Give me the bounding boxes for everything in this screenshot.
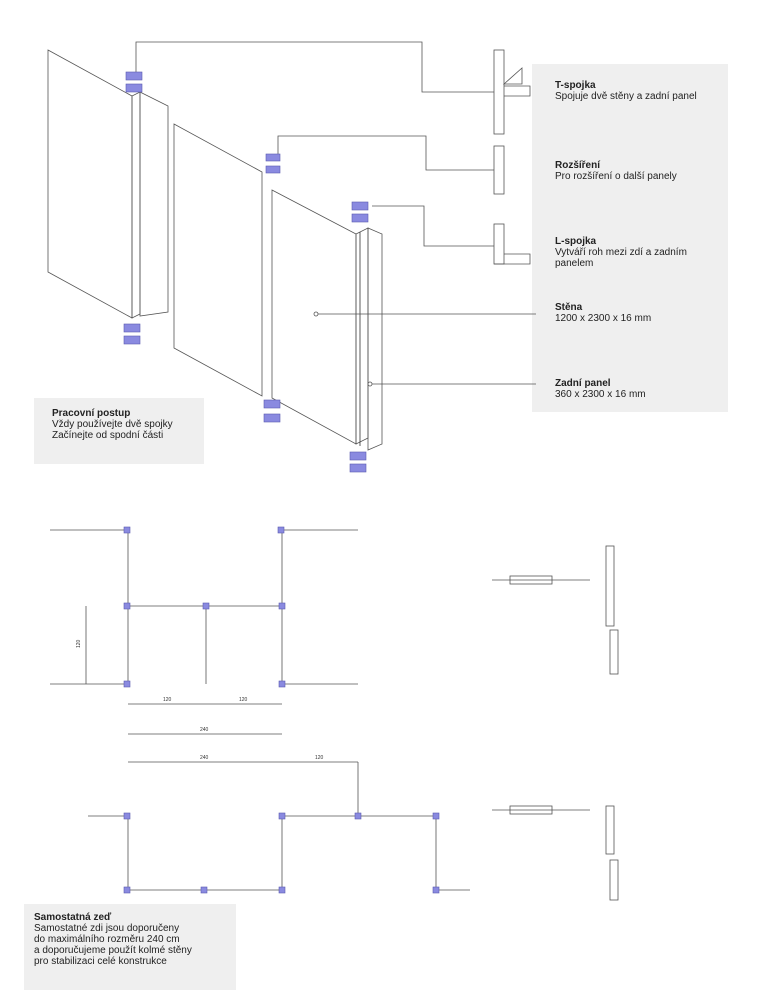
standalone-line: Samostatné zdi jsou doporučeny (34, 923, 180, 934)
back-panel-front-1 (355, 227, 369, 445)
legend-desc: Spojuje dvě stěny a zadní panel (555, 91, 697, 102)
procedure-line: Začínejte od spodní části (52, 430, 164, 441)
standalone-title: Samostatná zeď (34, 912, 112, 923)
legend-l-connector: L-spojka Vytváří roh mezi zdí a zadním p… (555, 236, 715, 269)
t-connector-icon (493, 49, 505, 135)
legend-desc: 360 x 2300 x 16 mm (555, 389, 646, 400)
legend-title: Zadní panel (555, 378, 611, 389)
plan-top-total-dim: 240 (200, 727, 209, 733)
plan-top-right-dim: 120 (239, 697, 248, 703)
wall-panel-front (271, 189, 357, 445)
l-connector-schematic-mid (605, 805, 615, 855)
plan-top-height-dim: 120 (76, 639, 82, 648)
legend-desc: 1200 x 2300 x 16 mm (555, 313, 652, 324)
legend-desc: Pro rozšíření o další panely (555, 171, 677, 182)
wall-panel-left (47, 49, 133, 319)
legend-title: Stěna (555, 302, 583, 313)
plan-bottom-width-dim: 240 (200, 755, 209, 761)
legend-title: L-spojka (555, 236, 597, 247)
plan-top-left-dim: 120 (163, 697, 172, 703)
back-panel-left-2 (139, 91, 169, 317)
extension-schematic-bottom (509, 805, 553, 815)
back-panel-front-2 (367, 227, 383, 451)
l-connector-icon (493, 223, 505, 265)
standalone-wall-note: Samostatná zeď Samostatné zdi jsou dopor… (24, 904, 236, 990)
procedure-note: Pracovní postup Vždy používejte dvě spoj… (34, 398, 204, 464)
l-connector-schematic-bottom (609, 859, 619, 901)
procedure-line: Vždy používejte dvě spojky (52, 419, 173, 430)
standalone-line: pro stabilizaci celé konstrukce (34, 956, 167, 967)
extension-schematic-top (509, 575, 553, 585)
standalone-line: do maximálního rozměru 240 cm (34, 934, 180, 945)
l-connector-schematic-top (609, 629, 619, 675)
legend-extension: Rozšíření Pro rozšíření o další panely (555, 160, 677, 182)
legend-panel (532, 64, 728, 412)
legend-t-connector: T-spojka Spojuje dvě stěny a zadní panel (555, 80, 697, 102)
legend-desc: Vytváří roh mezi zdí a zadním panelem (555, 247, 687, 269)
wall-panel-middle (173, 123, 263, 397)
legend-wall: Stěna 1200 x 2300 x 16 mm (555, 302, 651, 324)
extension-icon (493, 145, 505, 195)
procedure-title: Pracovní postup (52, 408, 131, 419)
legend-title: Rozšíření (555, 160, 601, 171)
standalone-line: a doporučujeme použít kolmé stěny (34, 945, 192, 956)
t-connector-schematic (605, 545, 615, 627)
legend-back-panel: Zadní panel 360 x 2300 x 16 mm (555, 378, 646, 400)
plan-bottom-offset-dim: 120 (315, 755, 324, 761)
back-panel-left-1 (131, 91, 141, 319)
legend-title: T-spojka (555, 80, 596, 91)
